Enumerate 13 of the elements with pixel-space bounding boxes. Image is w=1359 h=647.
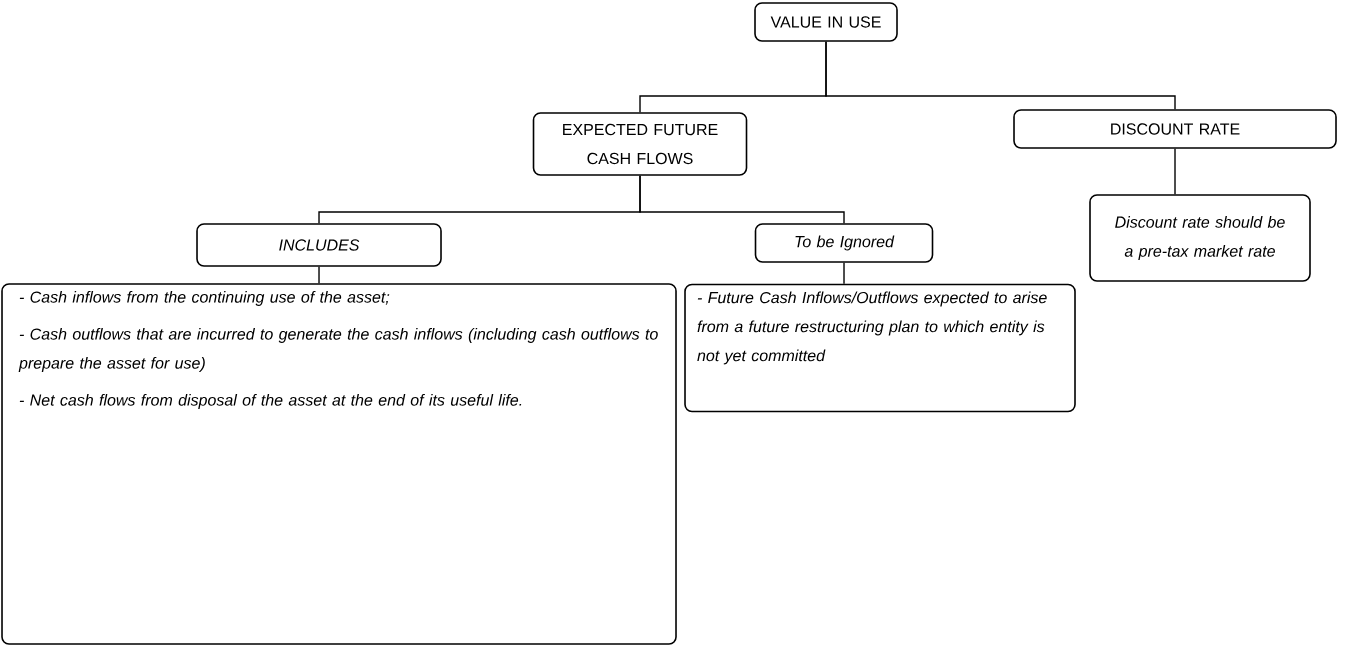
connector-line	[1174, 148, 1176, 195]
note-box: Discount rate should be a pre-tax market rate	[1089, 194, 1311, 282]
detail-box: - Cash inflows from the continuing use of the asset; - Cash outflows that are incurred to generate the cash inflows (including cash outflows to prepare the asset for use) - Net cash flows from disposal of the asset at the end of its useful life.	[1, 283, 677, 645]
detail-box: - Future Cash Inflows/Outflows expected to arise from a future restructuring plan to which entity is not yet committed	[684, 283, 1076, 413]
title-box: VALUE IN USE	[754, 2, 898, 42]
connector-line	[825, 41, 1176, 110]
category-box: DISCOUNT RATE	[1013, 109, 1337, 149]
connector-line	[843, 262, 845, 285]
subcategory-box: To be Ignored	[754, 223, 934, 263]
connector-line	[318, 266, 320, 284]
subcategory-box: INCLUDES	[196, 223, 442, 267]
connector-line	[639, 175, 845, 224]
category-box: EXPECTED FUTURE CASH FLOWS	[532, 112, 748, 176]
